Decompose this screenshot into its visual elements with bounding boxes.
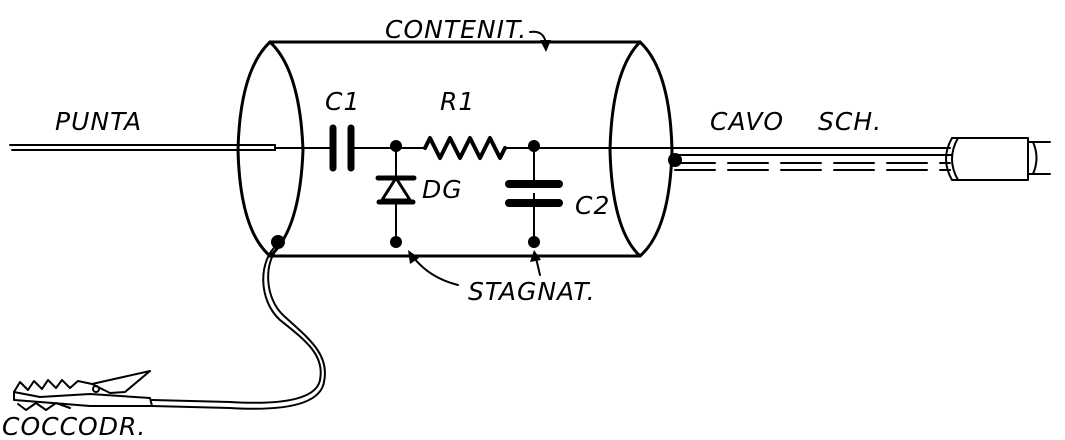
solder-point-cable <box>668 153 682 167</box>
diode-dg-symbol <box>375 175 417 205</box>
ground-lead-wire-inner <box>151 247 326 410</box>
label-r1: R1 <box>440 87 475 116</box>
solder-arrow-left <box>413 257 459 286</box>
container-arrowhead <box>540 40 551 52</box>
solder-point-c1-r1 <box>390 140 402 152</box>
label-cable: CAVO <box>710 107 784 136</box>
alligator-clip-icon <box>13 370 153 411</box>
capacitor-c2-symbol <box>505 180 563 207</box>
solder-arrow-right <box>535 257 541 276</box>
solder-arrow-right-head <box>530 250 541 262</box>
label-cable-suffix: SCH. <box>818 107 882 136</box>
label-solder-points: STAGNAT. <box>468 277 596 306</box>
solder-point-r1-c2 <box>528 140 540 152</box>
solder-point-c2-ground <box>528 236 540 248</box>
label-alligator-clip: COCCODR. <box>2 412 146 440</box>
solder-arrow-left-head <box>408 250 419 264</box>
shielded-cable <box>674 137 1051 181</box>
solder-point-ground-lead <box>271 235 285 249</box>
label-c2: C2 <box>575 191 610 220</box>
ground-lead-wire <box>151 243 322 404</box>
resistor-r1-symbol <box>423 136 507 160</box>
label-c1: C1 <box>325 87 360 116</box>
label-container: CONTENIT. <box>385 15 527 44</box>
capacitor-c1-symbol <box>329 124 355 172</box>
probe-tip-needle <box>9 144 276 151</box>
label-diode: DG <box>422 175 463 204</box>
cylinder-container <box>236 40 674 258</box>
label-probe-tip: PUNTA <box>55 107 142 136</box>
solder-point-diode-ground <box>390 236 402 248</box>
